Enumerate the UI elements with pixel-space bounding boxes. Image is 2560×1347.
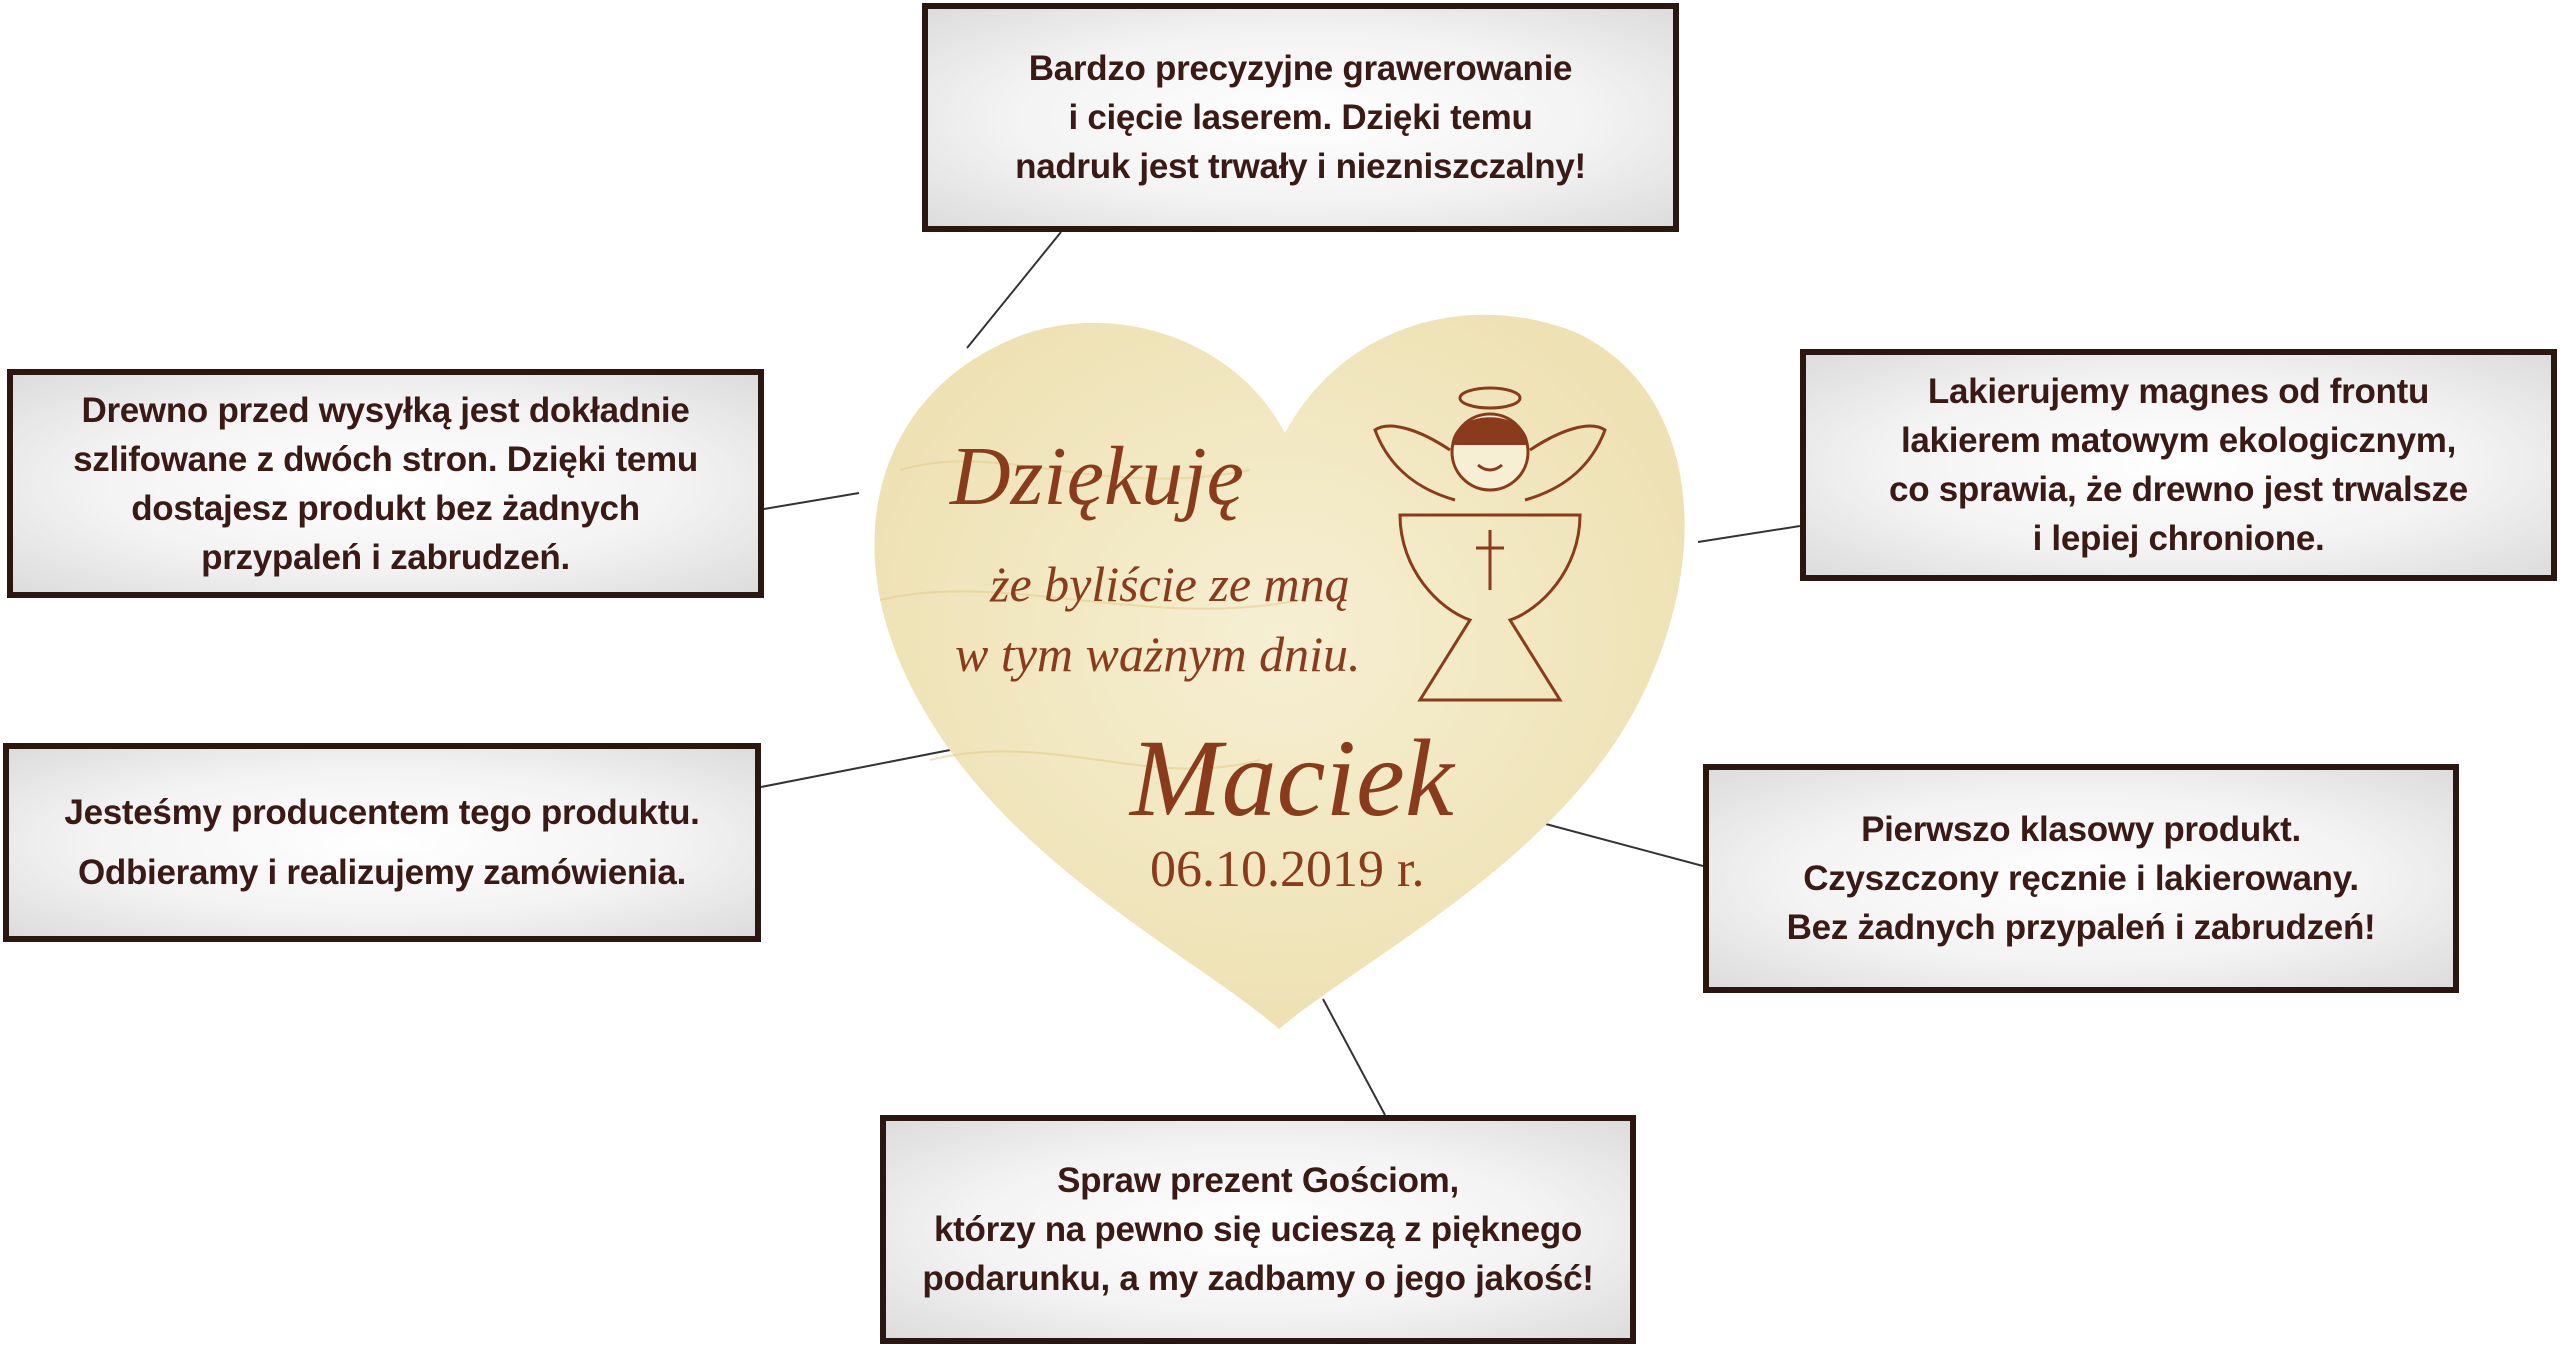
- callout-line: lakierem matowym ekologicznym,: [1900, 421, 2457, 460]
- connector-left-upper: [763, 492, 860, 510]
- callout-line: Bez żadnych przypaleń i zabrudzeń!: [1786, 908, 2376, 947]
- magnet-line-1: że byliście ze mną: [990, 556, 1350, 612]
- connector-top: [966, 231, 1062, 349]
- magnet-name: Maciek: [1130, 717, 1454, 839]
- callout-line: Bardzo precyzyjne grawerowanie: [1028, 49, 1573, 88]
- angel-chalice-icon: [1373, 386, 1607, 702]
- callout-line: i lepiej chronione.: [2032, 519, 2325, 558]
- callout-line: szlifowane z dwóch stron. Dzięki temu: [73, 439, 698, 479]
- wood-grain: [879, 460, 1301, 770]
- callout-line: Spraw prezent Gościom,: [1057, 1161, 1459, 1200]
- magnet-title: Dziękuję: [950, 430, 1244, 523]
- magnet-line-2: w tym ważnym dniu.: [955, 626, 1361, 682]
- callout-line: Lakierujemy magnes od frontu: [1927, 372, 2430, 411]
- callout-line: podarunku, a my zadbamy o jego jakość!: [922, 1259, 1594, 1298]
- connector-left-lower: [760, 749, 951, 788]
- callout-line: Czyszczony ręcznie i lakierowany.: [1803, 859, 2359, 898]
- callout-left-upper: Drewno przed wysyłką jest dokładnie szli…: [7, 369, 764, 598]
- connector-right-lower: [1541, 822, 1704, 867]
- callout-line: dostajesz produkt bez żadnych: [131, 488, 640, 528]
- callout-right-upper: Lakierujemy magnes od frontu lakierem ma…: [1800, 349, 2557, 581]
- callout-top: Bardzo precyzyjne grawerowanie i cięcie …: [922, 3, 1679, 232]
- connector-right-upper: [1697, 525, 1801, 543]
- callout-line: przypaleń i zabrudzeń.: [201, 537, 570, 577]
- callout-line: Odbieramy i realizujemy zamówienia.: [77, 852, 687, 892]
- callout-line: Jesteśmy producentem tego produktu.: [64, 792, 700, 832]
- callout-line: i cięcie laserem. Dzięki temu: [1068, 98, 1533, 137]
- callout-line: którzy na pewno się ucieszą z pięknego: [934, 1210, 1582, 1249]
- callout-bottom: Spraw prezent Gościom, którzy na pewno s…: [880, 1115, 1636, 1344]
- heart-shape: [874, 314, 1685, 1029]
- connector-bottom: [1322, 998, 1386, 1116]
- callout-line: co sprawia, że drewno jest trwalsze: [1889, 470, 2468, 509]
- magnet-date: 06.10.2019 r.: [1150, 841, 1425, 898]
- callout-line: Pierwszo klasowy produkt.: [1861, 810, 2301, 849]
- callout-right-lower: Pierwszo klasowy produkt. Czyszczony ręc…: [1703, 764, 2459, 993]
- callout-left-lower: Jesteśmy producentem tego produktu. Odbi…: [3, 743, 761, 942]
- callout-line: nadruk jest trwały i niezniszczalny!: [1015, 147, 1586, 186]
- callout-line: Drewno przed wysyłką jest dokładnie: [81, 390, 690, 430]
